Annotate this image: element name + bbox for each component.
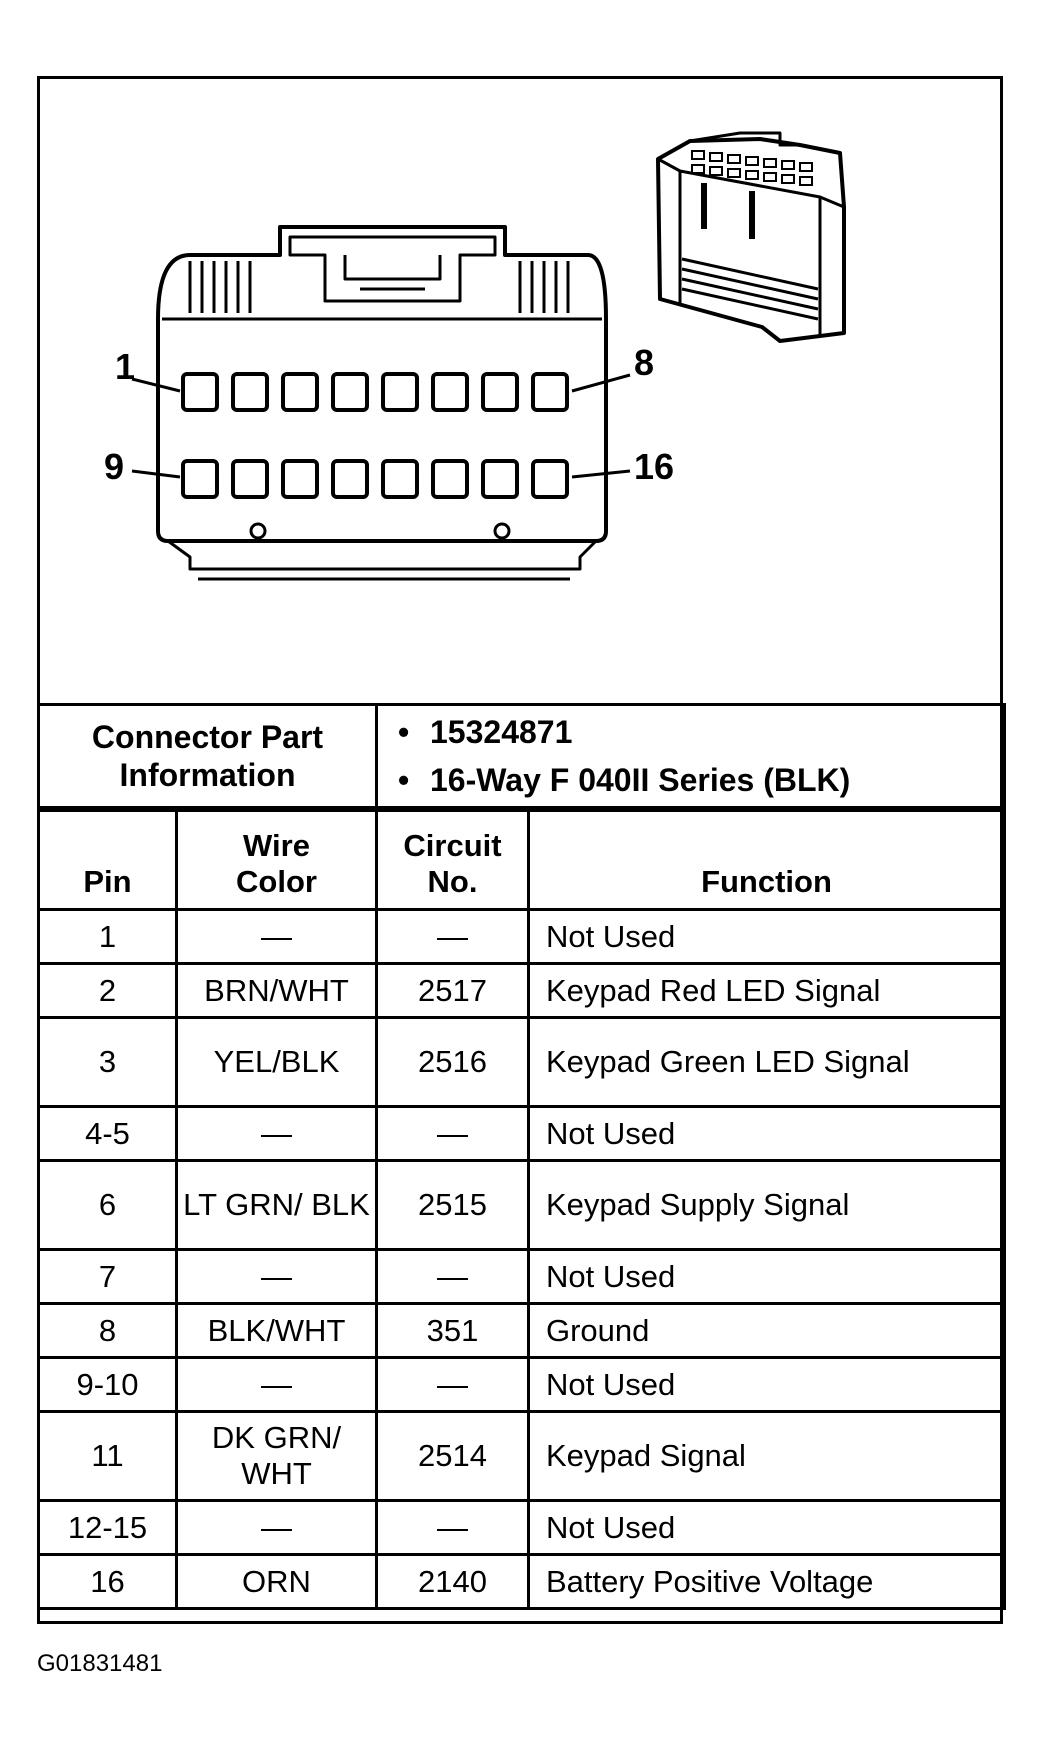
isometric-cavities [691, 150, 813, 186]
ribs-right [518, 261, 570, 313]
table-row: 4-5 — — Not Used [37, 1105, 1006, 1162]
connector-series: •16-Way F 040II Series (BLK) [398, 762, 851, 798]
pin-cavities-top-row [181, 372, 569, 412]
connector-bottom-lip [167, 539, 598, 571]
connector-part-info: Connector Part Information •15324871 •16… [37, 703, 1006, 809]
leader-pin-9 [131, 469, 181, 479]
table-row: 1 — — Not Used [37, 908, 1006, 965]
table-row: 9-10 — — Not Used [37, 1356, 1006, 1413]
pin-label-16: 16 [634, 446, 674, 487]
connector-diagram: 1 8 9 16 [104, 131, 846, 581]
connector-info-label: Connector Part Information [37, 703, 378, 809]
connector-isometric-view [656, 131, 846, 343]
table-row: 16 ORN 2140 Battery Positive Voltage [37, 1553, 1006, 1610]
connector-latch [288, 235, 497, 303]
pin-label-8: 8 [634, 342, 654, 383]
figure-frame: 1 8 9 16 [37, 76, 1006, 1624]
table-row: 2 BRN/WHT 2517 Keypad Red LED Signal [37, 962, 1006, 1019]
connector-info-values: •15324871 •16-Way F 040II Series (BLK) [375, 703, 1006, 809]
table-row: 7 — — Not Used [37, 1248, 1006, 1305]
header-function: Function [527, 809, 1006, 911]
table-row: 11 DK GRN/ WHT 2514 Keypad Signal [37, 1410, 1006, 1502]
ribs-left [188, 261, 252, 313]
table-row: 3 YEL/BLK 2516 Keypad Green LED Signal [37, 1016, 1006, 1108]
leader-pin-1 [131, 377, 181, 393]
pin-cavities-bottom-row [181, 459, 569, 499]
pin-label-1: 1 [115, 346, 135, 387]
connector-face-outline [156, 225, 608, 543]
figure-code: G01831481 [37, 1650, 163, 1677]
part-number: •15324871 [398, 714, 573, 750]
pin-label-9: 9 [104, 446, 124, 487]
header-pin: Pin [37, 809, 178, 911]
table-row: 12-15 — — Not Used [37, 1499, 1006, 1556]
leader-pin-8 [571, 373, 631, 393]
table-row: 6 LT GRN/ BLK 2515 Keypad Supply Signal [37, 1159, 1006, 1251]
table-row: 8 BLK/WHT 351 Ground [37, 1302, 1006, 1359]
leader-pin-16 [571, 469, 631, 479]
